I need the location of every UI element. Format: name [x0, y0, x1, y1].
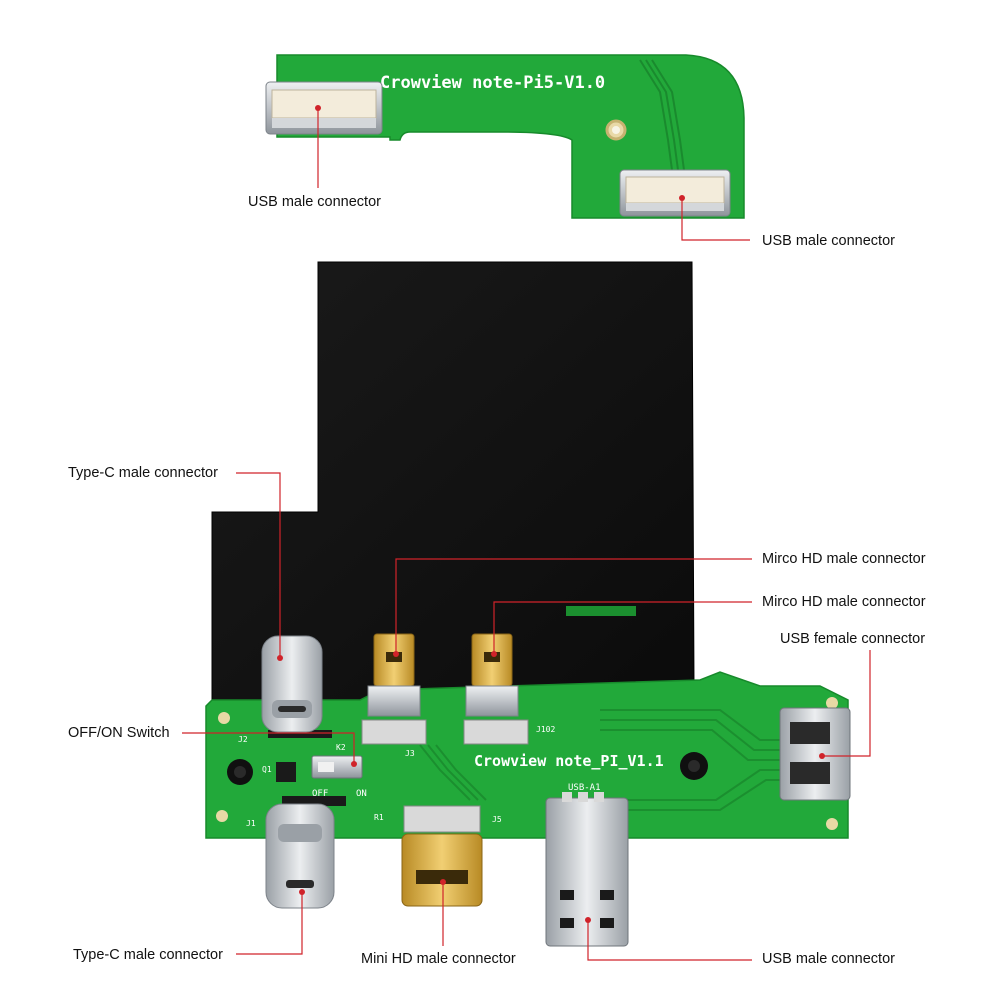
black-backing-plate: [211, 261, 695, 701]
usb-male-bottom-connector: [545, 792, 629, 947]
micro-hd-connector-2: [465, 633, 519, 717]
label-j102: J102: [536, 725, 555, 734]
leader-microhd-1: [395, 558, 752, 654]
callout-top-left-usb: USB male connector: [248, 194, 381, 210]
top-board-silkscreen: Crowview note-Pi5-V1.0: [380, 73, 605, 93]
usb-female-connector: [779, 707, 851, 801]
label-j1: J1: [246, 819, 256, 828]
callout-usb-female: USB female connector: [780, 631, 926, 647]
callout-microhd-2: Mirco HD male connector: [762, 594, 926, 610]
typec-bottom-connector: [265, 803, 335, 909]
label-r1: R1: [374, 813, 384, 822]
callout-switch: OFF/ON Switch: [68, 725, 170, 741]
label-j5: J5: [492, 815, 502, 824]
callout-top-right-usb: USB male connector: [762, 233, 895, 249]
callout-typec-top: Type-C male connector: [68, 465, 218, 481]
leader-switch: [182, 732, 355, 764]
label-k2: K2: [336, 743, 346, 752]
main-adapter-board: Crowview note_PI_V1.1 J2 J1 J3 J102 J5 K…: [205, 606, 849, 839]
label-off: OFF: [312, 789, 328, 799]
leader-typec-bottom: [236, 892, 303, 955]
off-on-switch: [311, 755, 363, 779]
leader-usb-female: [822, 650, 871, 757]
label-usb-a1: USB-A1: [568, 783, 601, 793]
leader-usb-bottom: [587, 920, 752, 961]
leader-microhd-2: [493, 601, 752, 654]
top-left-usb-connector: [265, 81, 383, 135]
callout-typec-bottom: Type-C male connector: [73, 947, 223, 963]
label-q1: Q1: [262, 765, 272, 774]
mini-hd-connector: [401, 833, 483, 907]
leader-typec-top: [236, 472, 281, 658]
top-right-usb-connector: [619, 169, 731, 217]
leader-top-right-usb: [681, 198, 750, 241]
label-j3: J3: [405, 749, 415, 758]
leader-lines: [182, 105, 871, 961]
callout-usb-bottom: USB male connector: [762, 951, 895, 967]
label-j2: J2: [238, 735, 248, 744]
callout-minihd: Mini HD male connector: [361, 951, 516, 967]
main-board-silkscreen: Crowview note_PI_V1.1: [474, 752, 664, 770]
top-adapter-board: Crowview note-Pi5-V1.0: [265, 54, 745, 219]
typec-top-connector: [261, 635, 323, 733]
callout-microhd-1: Mirco HD male connector: [762, 551, 926, 567]
label-on: ON: [356, 789, 367, 799]
micro-hd-connector-1: [367, 633, 421, 717]
